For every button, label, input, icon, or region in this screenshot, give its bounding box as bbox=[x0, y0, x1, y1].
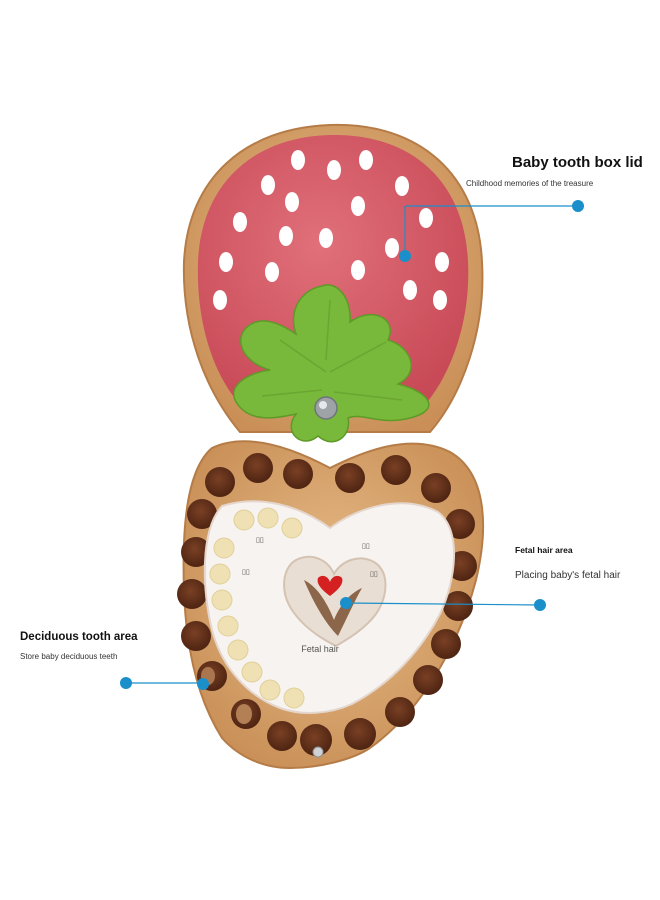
fetal-hair-window bbox=[283, 555, 387, 648]
fetal-hair-callout-dot bbox=[340, 597, 352, 609]
svg-text:▯▯: ▯▯ bbox=[242, 568, 250, 576]
svg-text:▯▯: ▯▯ bbox=[256, 536, 264, 544]
fetal-hair-callout-end-dot bbox=[534, 599, 546, 611]
strawberry-seeds bbox=[213, 150, 449, 310]
fetal-hair-callout-title: Fetal hair area bbox=[515, 545, 573, 555]
svg-text:▯▯: ▯▯ bbox=[362, 542, 370, 550]
callout-lines bbox=[126, 205, 578, 684]
lid-callout-subtitle: Childhood memories of the treasure bbox=[466, 179, 594, 188]
fetal-hair-callout-subtitle: Placing baby's fetal hair bbox=[515, 570, 621, 581]
tooth-callout-subtitle: Store baby deciduous teeth bbox=[20, 652, 118, 661]
lid-callout-dot bbox=[399, 250, 411, 262]
tooth-callout-title: Deciduous tooth area bbox=[20, 631, 138, 643]
tooth-callout-end-dot bbox=[197, 678, 209, 690]
fetal-hair-card-label: Fetal hair bbox=[301, 644, 339, 654]
felt-leaf bbox=[233, 284, 430, 443]
metal-snap-button bbox=[314, 396, 338, 420]
lid-callout-end-dot bbox=[572, 200, 584, 212]
lid-callout-title: Baby tooth box lid bbox=[512, 154, 643, 171]
svg-text:▯▯: ▯▯ bbox=[370, 570, 378, 578]
tooth-callout-dot bbox=[120, 677, 132, 689]
callout-dots bbox=[120, 200, 584, 690]
tooth-markers bbox=[209, 507, 305, 709]
